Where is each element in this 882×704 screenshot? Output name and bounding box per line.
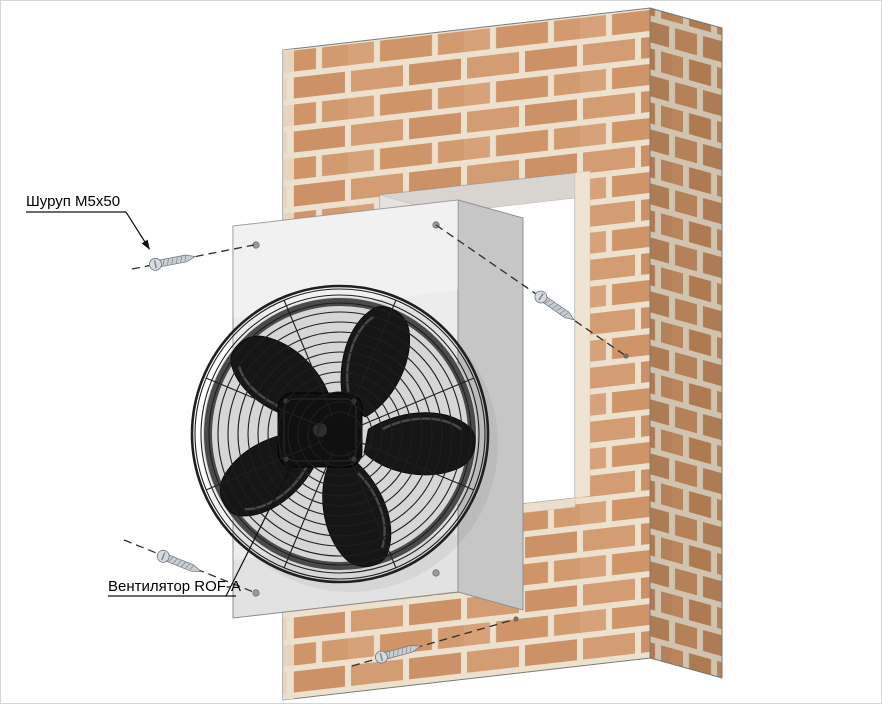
fan-label: Вентилятор ROF-A — [108, 578, 241, 595]
callouts: Шуруп M5x50 Вентилятор ROF-A — [26, 193, 293, 597]
plate-sheen — [233, 200, 458, 318]
hub-bolt — [351, 456, 357, 462]
plate-mounting-hole-br — [432, 569, 440, 577]
hub-bolt — [283, 456, 289, 462]
axial-fan — [190, 284, 498, 592]
wall-side-shading — [650, 8, 722, 678]
plate-mounting-hole-bl — [252, 589, 260, 597]
guard-rim — [190, 284, 490, 584]
fan-guard-grille — [190, 284, 490, 584]
hub-center-cap — [313, 423, 327, 437]
guard-spokes — [205, 299, 475, 569]
wall-anchor-hole — [623, 353, 629, 359]
fan-label-leader — [225, 469, 290, 597]
fan-label-arrowhead — [285, 462, 293, 473]
screw-label: Шуруп M5x50 — [26, 193, 120, 210]
screw-label-arrowhead — [141, 239, 150, 250]
wall-anchor-hole — [513, 616, 519, 622]
screw-label-leader — [125, 211, 146, 243]
opening-right-border-strip — [574, 170, 591, 499]
hub-bolt — [283, 398, 289, 404]
